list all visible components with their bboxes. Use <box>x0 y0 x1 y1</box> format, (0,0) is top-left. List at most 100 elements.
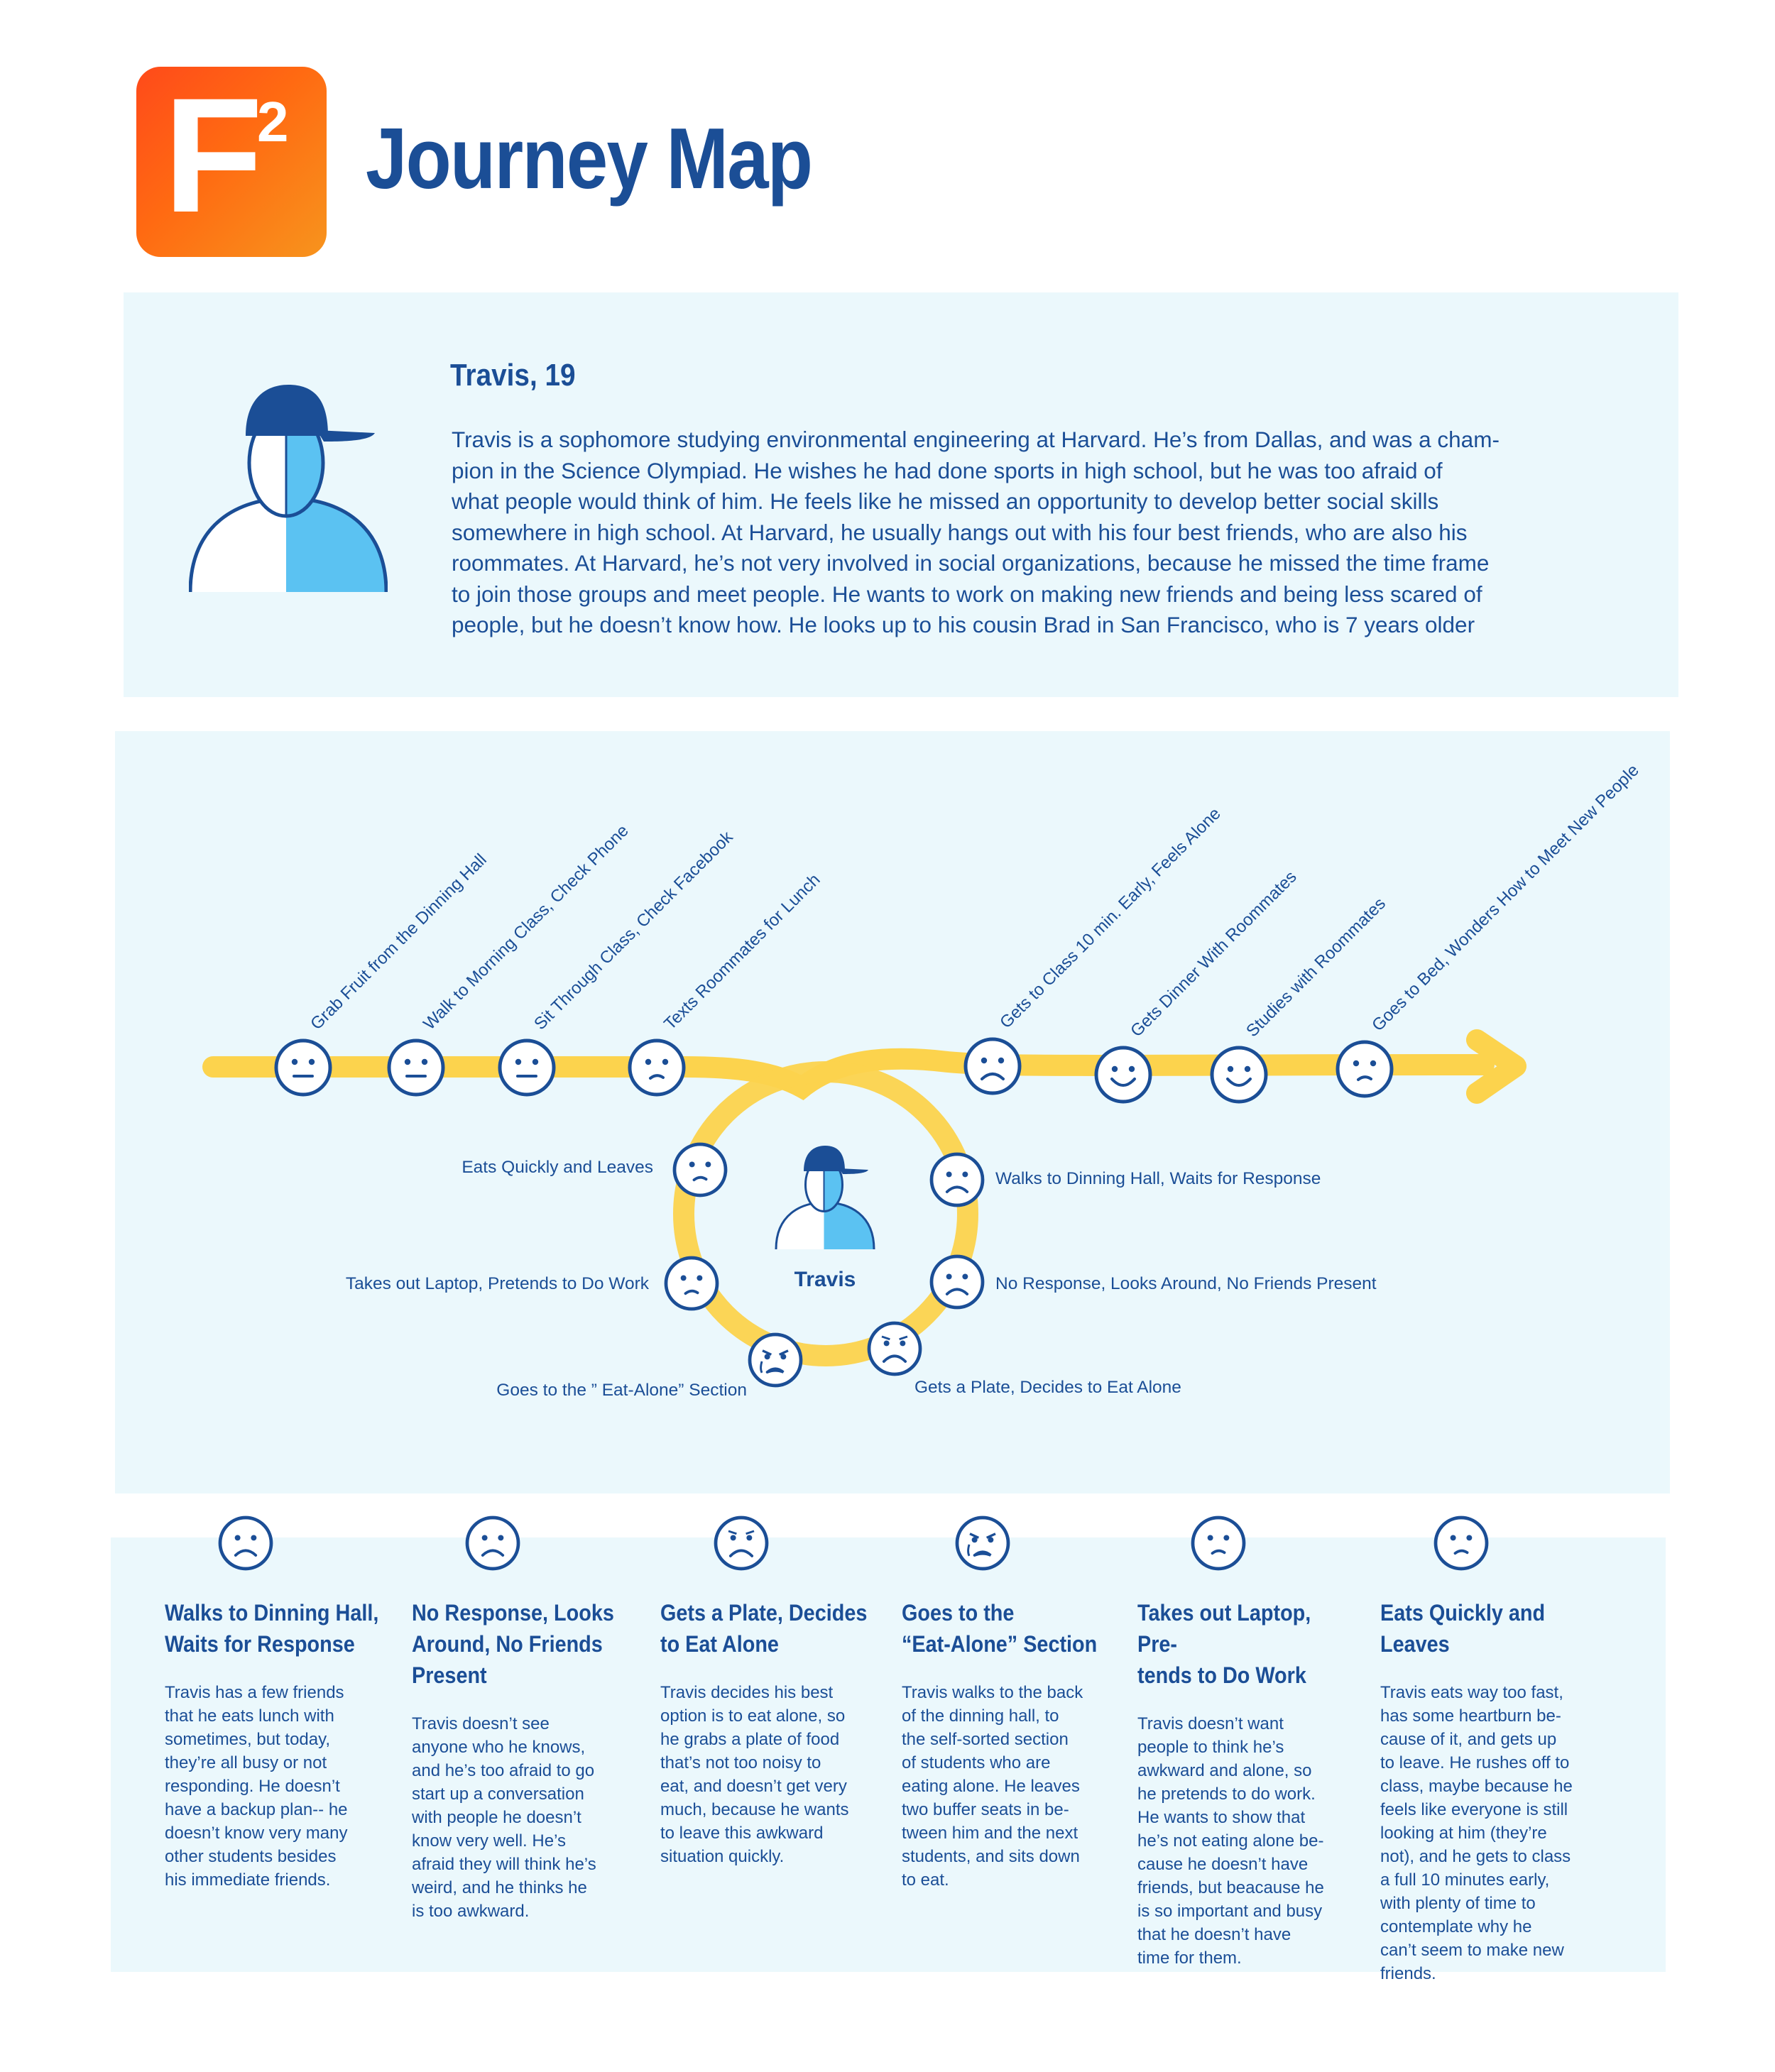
face-sad-icon <box>929 1152 985 1207</box>
detail-body-line: to leave. He rushes off to <box>1380 1753 1570 1772</box>
detail-body-line: can’t seem to make new <box>1380 1941 1564 1960</box>
face-very-sad-icon <box>714 1515 769 1571</box>
detail-body-line: not), and he gets to class <box>1380 1847 1571 1866</box>
detail-body: Travis decides his best option is to eat … <box>660 1681 866 1868</box>
persona-bio-line: roommates. At Harvard, he’s not very inv… <box>452 550 1490 576</box>
detail-body-line: option is to eat alone, so <box>660 1706 846 1726</box>
detail-body-line: his immediate friends. <box>165 1870 331 1890</box>
detail-title-line: Waits for Response <box>165 1631 355 1657</box>
detail-body-line: other students besides <box>165 1847 337 1866</box>
detail-body-line: the self-sorted section <box>902 1730 1069 1749</box>
detail-title-line: Walks to Dinning Hall, <box>165 1600 379 1626</box>
detail-body-line: he grabs a plate of food <box>660 1730 840 1749</box>
face-neutral-icon <box>387 1038 445 1097</box>
main-step-label: Grab Fruit from the Dinning Hall <box>307 850 491 1034</box>
face-sad-icon <box>963 1037 1022 1095</box>
journey-loop <box>673 1061 978 1366</box>
detail-title-line: Eats Quickly and <box>1380 1600 1546 1626</box>
loop-step: Goes to the ” Eat-Alone” Section <box>496 1332 803 1400</box>
detail-body-line: afraid they will think he’s <box>412 1855 596 1874</box>
detail-face-icon <box>218 1515 273 1571</box>
face-crying-icon <box>955 1515 1010 1571</box>
detail-body-line: feels like everyone is still <box>1380 1800 1568 1819</box>
face-slight-frown-icon <box>1191 1515 1246 1571</box>
detail-body-line: sometimes, but today, <box>165 1730 330 1749</box>
loop-step-label: Eats Quickly and Leaves <box>462 1158 653 1177</box>
detail-body-line: students, and sits down <box>902 1847 1080 1866</box>
detail-column: Walks to Dinning Hall, Waits for Response… <box>165 1513 378 1892</box>
detail-body-line: anyone who he knows, <box>412 1738 586 1757</box>
face-sad-icon <box>929 1254 985 1310</box>
loop-step-label: Gets a Plate, Decides to Eat Alone <box>914 1378 1181 1397</box>
detail-body-line: know very well. He’s <box>412 1831 566 1851</box>
detail-body-line: awkward and alone, so <box>1137 1761 1312 1780</box>
detail-body-line: he pretends to do work. <box>1137 1785 1316 1804</box>
detail-body-line: Travis walks to the back <box>902 1683 1083 1702</box>
detail-body-line: friends, but beacause he <box>1137 1878 1324 1897</box>
loop-step-label: Walks to Dinning Hall, Waits for Respons… <box>995 1169 1321 1188</box>
face-sad-icon <box>465 1515 520 1571</box>
detail-title-line: Leaves <box>1380 1631 1450 1657</box>
detail-body-line: of the dinning hall, to <box>902 1706 1059 1726</box>
persona-bio-line: somewhere in high school. At Harvard, he… <box>452 519 1468 545</box>
detail-title-line: Gets a Plate, Decides <box>660 1600 868 1626</box>
detail-title-line: Takes out Laptop, Pre- <box>1137 1600 1311 1657</box>
detail-body: Travis walks to the back of the dinning h… <box>902 1681 1108 1892</box>
main-step-label: Texts Roommates for Lunch <box>660 870 824 1034</box>
persona-bio-line: Travis is a sophomore studying environme… <box>452 427 1500 452</box>
page-title: Journey Map <box>366 110 813 207</box>
detail-body-line: to leave this awkward <box>660 1824 824 1843</box>
detail-title-line: to Eat Alone <box>660 1631 779 1657</box>
main-step-label: Goes to Bed, Wonders How to Meet New Peo… <box>1368 761 1643 1036</box>
main-step-label: Walk to Morning Class, Check Phone <box>420 821 633 1034</box>
detail-body-line: Travis has a few friends <box>165 1683 344 1702</box>
persona-bio-line: pion in the Science Olympiad. He wishes … <box>452 457 1443 483</box>
face-crying-icon <box>748 1332 803 1388</box>
detail-face-icon <box>465 1515 520 1571</box>
face-slight-frown-icon <box>1433 1515 1489 1571</box>
loop-step-label: No Response, Looks Around, No Friends Pr… <box>995 1274 1377 1293</box>
persona-bio-line: people, but he doesn’t know how. He look… <box>452 612 1475 637</box>
face-neutral-icon <box>274 1038 332 1097</box>
detail-body-line: that he doesn’t have <box>1137 1925 1291 1944</box>
detail-body-line: a full 10 minutes early, <box>1380 1870 1550 1890</box>
detail-body-line: is so important and busy <box>1137 1902 1323 1921</box>
detail-body: Travis eats way too fast,has some heartb… <box>1380 1681 1586 1985</box>
detail-body-line: they’re all busy or not <box>165 1753 327 1772</box>
face-happy-icon <box>1094 1046 1152 1104</box>
detail-body-line: that he eats lunch with <box>165 1706 334 1726</box>
detail-body-line: doesn’t know very many <box>165 1824 348 1843</box>
face-slight-frown-icon <box>1336 1040 1394 1098</box>
detail-body-line: to eat. <box>902 1870 949 1890</box>
detail-body-line: class, maybe because he <box>1380 1777 1573 1796</box>
detail-body-line: two buffer seats in be- <box>902 1800 1069 1819</box>
persona-bio-line: what people would think of him. He feels… <box>452 488 1439 514</box>
detail-body-line: much, because he wants <box>660 1800 849 1819</box>
detail-body-line: Travis eats way too fast, <box>1380 1683 1563 1702</box>
detail-body-line: and he’s too afraid to go <box>412 1761 595 1780</box>
persona-bio-line: to join those groups and meet people. He… <box>452 581 1482 607</box>
detail-body-line: eating alone. He leaves <box>902 1777 1080 1796</box>
detail-body-line: with people he doesn’t <box>412 1808 581 1827</box>
loop-step: No Response, Looks Around, No Friends Pr… <box>929 1254 1377 1310</box>
detail-body-line: people to think he’s <box>1137 1738 1284 1757</box>
detail-body-line: with plenty of time to <box>1380 1894 1536 1913</box>
loop-step: Takes out Laptop, Pretends to Do Work <box>346 1256 719 1311</box>
detail-face-icon <box>714 1515 769 1571</box>
persona-panel: Travis, 19 Travis is a sophomore studyin… <box>124 292 1678 697</box>
loop-steps: Walks to Dinning Hall, Waits for Respons… <box>346 1142 1377 1400</box>
detail-body-line: Travis decides his best <box>660 1683 834 1702</box>
face-neutral-icon <box>498 1038 556 1097</box>
face-slight-frown-icon <box>672 1142 728 1197</box>
main-step-label: Gets to Class 10 min. Early, Feels Alone <box>996 804 1225 1033</box>
f2-logo: F 2 <box>136 67 327 257</box>
detail-body-line: contemplate why he <box>1380 1917 1532 1936</box>
